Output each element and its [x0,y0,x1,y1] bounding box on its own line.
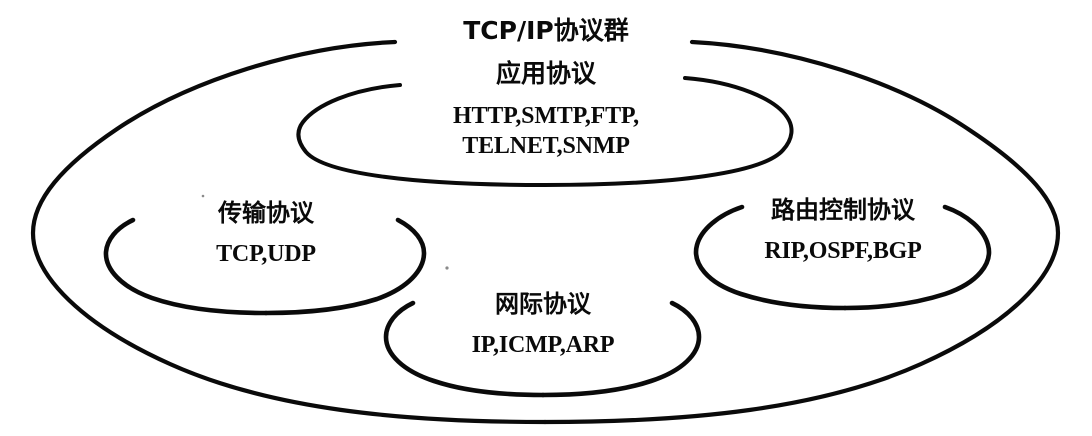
internet-layer-protocols: IP,ICMP,ARP [471,332,615,359]
routing-layer-protocols: RIP,OSPF,BGP [764,238,922,265]
routing-ellipse-right-arc [842,204,992,311]
routing-ellipse-left-arc [693,204,848,311]
diagram-title-text: TCP/IP协议群 [463,16,629,45]
diagram-title: TCP/IP协议群 [0,16,1092,46]
transport-ellipse-right-arc [263,217,427,316]
outer-ellipse-protocol-suite-right-arc [542,39,1061,425]
transport-layer-label-group: 传输协议 TCP,UDP [148,199,384,269]
internet-ellipse-left-arc [383,300,546,398]
application-layer-protocols: HTTP,SMTP,FTP, TELNET,SNMP [0,101,1092,162]
internet-layer-name: 网际协议 [495,290,591,318]
routing-layer-name: 路由控制协议 [771,196,915,224]
internet-layer-label-group: 网际协议 IP,ICMP,ARP [422,290,664,360]
application-protocols-line-2: TELNET,SNMP [462,133,630,160]
application-protocols-line-1: HTTP,SMTP,FTP, [453,102,639,129]
scan-speck-center [445,266,449,270]
application-layer-name: 应用协议 [495,59,596,88]
transport-layer-name: 传输协议 [218,199,314,227]
scan-speck-left [201,194,205,198]
application-layer-label-group: 应用协议 HTTP,SMTP,FTP, TELNET,SNMP [0,59,1092,162]
transport-ellipse-left-arc [103,217,269,316]
outer-ellipse-protocol-suite-left-arc [30,39,548,425]
application-ellipse-left-arc [296,83,547,187]
routing-layer-label-group: 路由控制协议 RIP,OSPF,BGP [723,196,963,266]
transport-layer-protocols: TCP,UDP [216,241,316,268]
application-ellipse-right-arc [543,76,794,187]
internet-ellipse-right-arc [540,300,702,398]
